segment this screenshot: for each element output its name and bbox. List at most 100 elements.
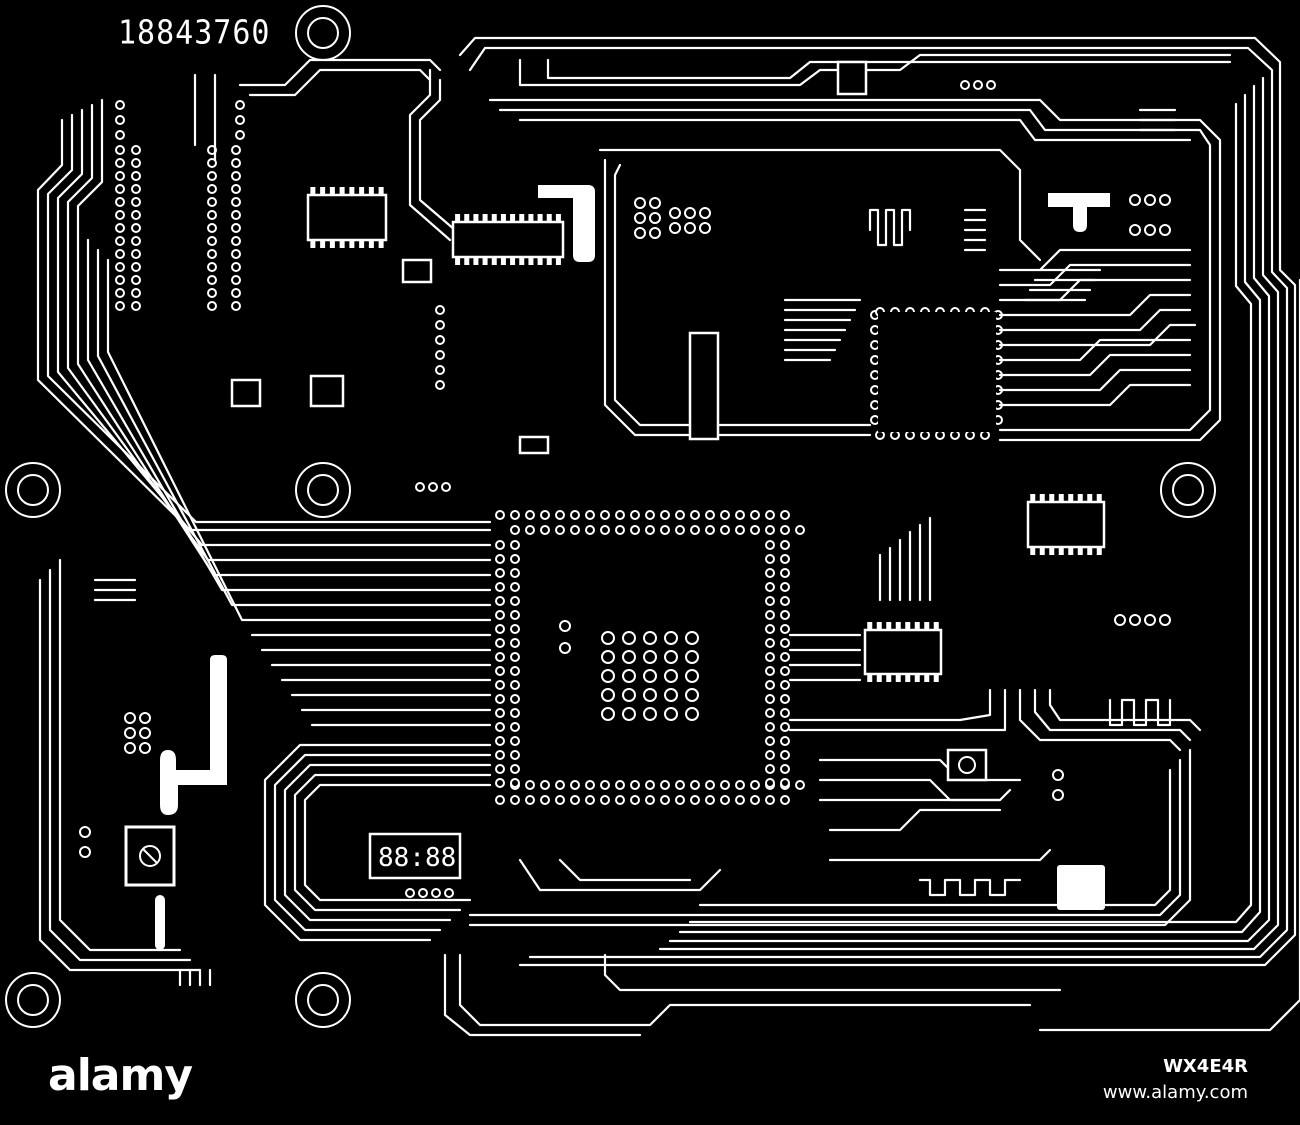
chip-pin: [1087, 547, 1093, 555]
chip-pin: [895, 622, 901, 630]
via-pad: [750, 780, 760, 790]
via-pad: [765, 568, 775, 578]
via-pad: [510, 722, 520, 732]
chip-u3: [1026, 494, 1106, 555]
via-pad: [231, 158, 241, 168]
via-pad: [690, 525, 700, 535]
via-pad: [675, 525, 685, 535]
via-pad: [131, 158, 141, 168]
via-pad: [525, 795, 535, 805]
chip-pin: [491, 257, 497, 265]
via-pad: [495, 722, 505, 732]
chip-pin: [500, 257, 506, 265]
via-pad: [585, 525, 595, 535]
chip-u2: [451, 214, 565, 265]
center-pad-grid: [601, 631, 699, 721]
via-pad: [207, 288, 217, 298]
via-pad: [622, 707, 636, 721]
via-pad: [131, 184, 141, 194]
via-pad: [765, 652, 775, 662]
chip-pin: [867, 674, 873, 682]
chip-pin: [519, 257, 525, 265]
outer-bus: [458, 36, 1300, 1032]
chip-pin: [1077, 547, 1083, 555]
via-pad: [630, 780, 640, 790]
via-pad: [131, 223, 141, 233]
via-pad: [555, 795, 565, 805]
chip-pin: [933, 622, 939, 630]
via-pad: [510, 736, 520, 746]
via-pad: [131, 262, 141, 272]
via-pad: [585, 780, 595, 790]
via-pad: [495, 582, 505, 592]
via-pad: [675, 795, 685, 805]
via-pad: [510, 694, 520, 704]
via-pad: [870, 340, 880, 350]
via-pad: [510, 540, 520, 550]
via-pad: [495, 764, 505, 774]
chip-pin: [500, 214, 506, 222]
chip-pin: [1087, 494, 1093, 502]
chip-pin: [1039, 494, 1045, 502]
via-pad: [231, 184, 241, 194]
chip-u7: [309, 374, 345, 408]
via-pad: [780, 778, 790, 788]
chip-pin: [905, 674, 911, 682]
via-pad: [643, 650, 657, 664]
via-pad: [780, 708, 790, 718]
via-pad: [131, 197, 141, 207]
via-pad: [780, 638, 790, 648]
via-pad: [231, 223, 241, 233]
display-readout: 88:88: [378, 843, 456, 873]
via-pad: [495, 666, 505, 676]
chip-pin: [339, 187, 345, 195]
via-pad: [905, 430, 915, 440]
via-pad: [765, 554, 775, 564]
via-pad: [780, 568, 790, 578]
chip-u9: [401, 258, 433, 284]
via-pad: [750, 510, 760, 520]
watermark-image-id: WX4E4R: [1163, 1056, 1248, 1077]
via-pad: [765, 722, 775, 732]
via-pad: [870, 325, 880, 335]
chip-pin: [546, 214, 552, 222]
via-pad: [950, 430, 960, 440]
via-pad: [495, 638, 505, 648]
chip-pin: [464, 257, 470, 265]
via-pad: [675, 510, 685, 520]
via-pad: [131, 210, 141, 220]
bga-ring: [495, 510, 805, 805]
chip-pin: [349, 187, 355, 195]
via-pad: [231, 275, 241, 285]
chip-pin: [378, 240, 384, 248]
via-pad: [780, 554, 790, 564]
chip-pin: [1068, 494, 1074, 502]
via-pad: [510, 554, 520, 564]
chip-pin: [464, 214, 470, 222]
mounting-hole: [5, 972, 61, 1028]
via-pad: [965, 430, 975, 440]
chip-pin: [555, 214, 561, 222]
via-pad: [131, 236, 141, 246]
via-pad: [207, 210, 217, 220]
via-pad: [643, 707, 657, 721]
via-pad: [780, 694, 790, 704]
via-pad: [585, 795, 595, 805]
via-pad: [495, 554, 505, 564]
via-pad: [207, 184, 217, 194]
via-pad: [630, 525, 640, 535]
via-pad: [643, 631, 657, 645]
via-pad: [115, 288, 125, 298]
via-pad: [980, 430, 990, 440]
via-pad: [870, 415, 880, 425]
via-pad: [231, 262, 241, 272]
via-pad: [664, 631, 678, 645]
via-pad: [780, 510, 790, 520]
chip-pin: [867, 622, 873, 630]
via-pad: [495, 568, 505, 578]
chip-pin: [378, 187, 384, 195]
via-pad: [115, 262, 125, 272]
via-pad: [495, 778, 505, 788]
chip-pin: [339, 240, 345, 248]
